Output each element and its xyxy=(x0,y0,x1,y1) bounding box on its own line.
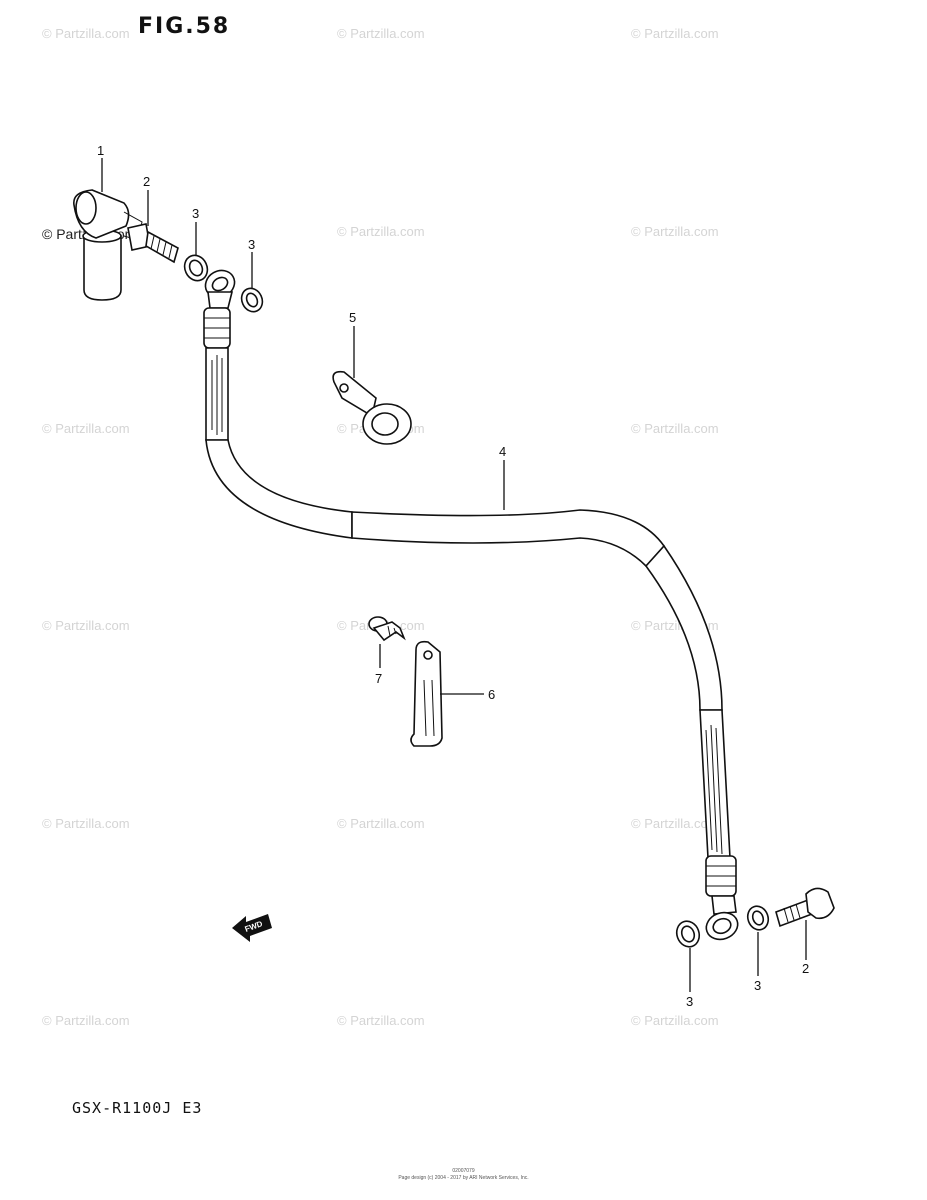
footer-code: 02007079 xyxy=(452,1168,475,1174)
callout-4: 4 xyxy=(499,444,506,459)
part-4-brake-hose[interactable] xyxy=(201,265,742,943)
watermark: © Partzilla.com xyxy=(631,224,719,239)
callout-2: 2 xyxy=(802,961,809,976)
watermark: © Partzilla.com xyxy=(337,224,425,239)
watermark: © Partzilla.com xyxy=(42,26,130,41)
watermark: © Partzilla.com xyxy=(42,421,130,436)
part-2-banjo-bolt-bottom[interactable] xyxy=(775,887,835,928)
watermark: © Partzilla.com xyxy=(631,816,719,831)
fwd-arrow-icon: FWD xyxy=(232,914,272,942)
part-6-clamp-bracket[interactable] xyxy=(410,640,443,747)
callout-3: 3 xyxy=(754,978,761,993)
callout-3: 3 xyxy=(686,994,693,1009)
model-label: GSX-R1100J E3 xyxy=(72,1099,203,1117)
watermark: © Partzilla.com xyxy=(337,26,425,41)
watermark: © Partzilla.com xyxy=(42,1013,130,1028)
callout-3: 3 xyxy=(248,237,255,252)
watermark: © Partzilla.com xyxy=(631,1013,719,1028)
part-5-hose-guide[interactable] xyxy=(332,370,412,445)
figure-title: FIG.58 xyxy=(138,14,231,39)
part-2-banjo-bolt-top[interactable] xyxy=(127,223,179,264)
callout-1: 1 xyxy=(97,143,104,158)
part-3-washer-top-1[interactable] xyxy=(181,252,212,285)
watermark: © Partzilla.com xyxy=(42,618,130,633)
callout-3: 3 xyxy=(192,206,199,221)
watermark: © Partzilla.com xyxy=(631,421,719,436)
leader-lines xyxy=(101,158,807,992)
part-3-washer-bottom-2[interactable] xyxy=(744,903,771,932)
part-7-screw[interactable] xyxy=(368,616,406,642)
watermark: © Partzilla.com xyxy=(337,816,425,831)
callout-2: 2 xyxy=(143,174,150,189)
watermark: © Partzilla.com xyxy=(42,816,130,831)
part-3-washer-bottom-1[interactable] xyxy=(673,918,703,950)
callout-6: 6 xyxy=(488,687,495,702)
watermark: © Partzilla.com xyxy=(337,1013,425,1028)
callout-5: 5 xyxy=(349,310,356,325)
part-3-washer-top-2[interactable] xyxy=(238,285,266,315)
callout-7: 7 xyxy=(375,671,382,686)
footer-copyright: Page design (c) 2004 - 2017 by ARI Netwo… xyxy=(398,1175,529,1181)
part-1-elbow-fitting[interactable] xyxy=(73,189,143,301)
watermark: © Partzilla.com xyxy=(631,26,719,41)
